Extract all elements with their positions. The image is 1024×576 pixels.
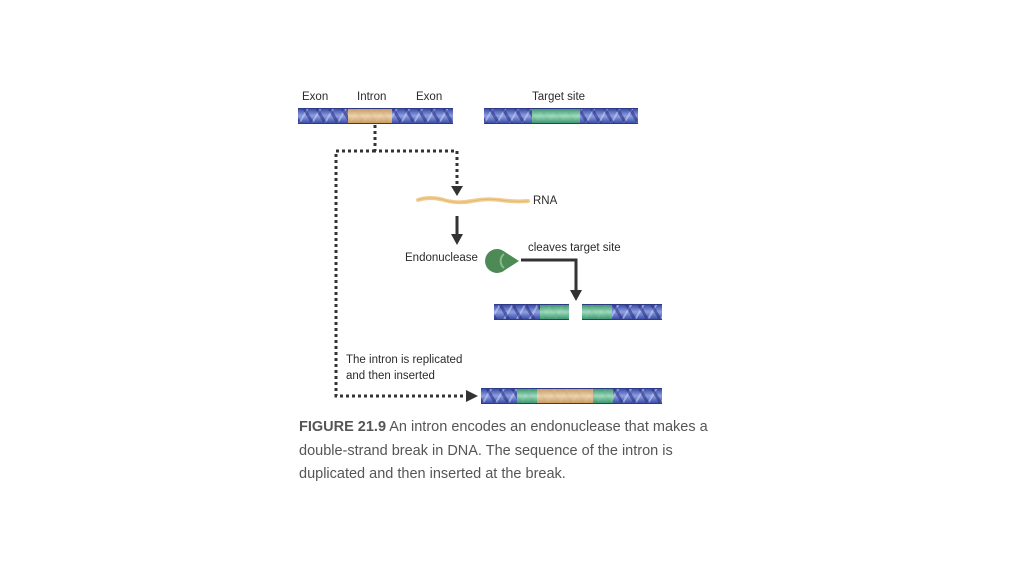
dotted-arrowhead-insertion bbox=[466, 390, 478, 402]
figure-caption: FIGURE 21.9 An intron encodes an endonuc… bbox=[299, 416, 739, 487]
cleave-arrowhead bbox=[570, 290, 582, 301]
cleaved-target-left-segment bbox=[540, 305, 569, 319]
exon-right-label: Exon bbox=[416, 91, 443, 103]
dotted-arrowhead-rna bbox=[451, 186, 463, 196]
cleave-arrow bbox=[521, 258, 578, 292]
inserted-intron-segment bbox=[537, 389, 593, 403]
cleaved-target-right-segment bbox=[582, 305, 612, 319]
rna-strand-outline bbox=[417, 197, 529, 203]
figure-number: FIGURE 21.9 bbox=[299, 419, 387, 435]
dotted-arrow-to-rna bbox=[373, 125, 459, 188]
replicated-label-line2: and then inserted bbox=[346, 370, 435, 382]
inserted-dna-strand bbox=[481, 388, 662, 404]
cleaved-dna-left bbox=[494, 304, 569, 320]
cleaved-dna-right bbox=[582, 304, 662, 320]
target-dna-strand bbox=[484, 108, 638, 124]
rna-label: RNA bbox=[533, 195, 558, 207]
intron-label: Intron bbox=[357, 91, 387, 103]
cleaves-label: cleaves target site bbox=[528, 242, 621, 254]
solid-arrowhead-endonuclease bbox=[451, 234, 463, 245]
target-site-label: Target site bbox=[532, 91, 586, 103]
intron-segment bbox=[348, 109, 392, 123]
endonuclease-label: Endonuclease bbox=[405, 252, 478, 264]
endonuclease-highlight bbox=[499, 253, 505, 269]
exon-left-label: Exon bbox=[302, 91, 329, 103]
dotted-arrow-to-insertion bbox=[334, 149, 468, 398]
figure-caption-text: An intron encodes an endonuclease that m… bbox=[299, 419, 708, 482]
endonuclease-icon bbox=[485, 248, 519, 273]
inserted-target-right-segment bbox=[593, 389, 613, 403]
replicated-label-line1: The intron is replicated bbox=[346, 354, 463, 366]
inserted-target-left-segment bbox=[517, 389, 537, 403]
gene-dna-strand bbox=[298, 108, 453, 124]
target-site-segment bbox=[532, 109, 580, 123]
